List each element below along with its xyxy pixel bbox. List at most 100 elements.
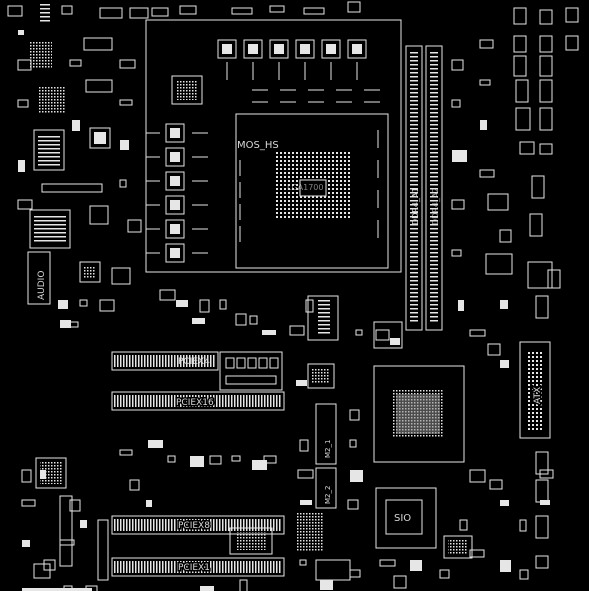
passive-component — [487, 343, 501, 356]
component-footprint — [179, 5, 197, 15]
vrm-choke — [295, 39, 315, 59]
passive-component — [119, 449, 133, 456]
header — [515, 79, 529, 103]
header — [539, 79, 553, 103]
capacitor-bank — [296, 512, 324, 552]
vrm-choke — [165, 219, 185, 239]
header — [531, 175, 545, 199]
passive-component — [69, 321, 79, 328]
passive-component — [480, 120, 487, 130]
passive-component — [69, 59, 82, 67]
header — [527, 261, 553, 289]
passive-component — [379, 559, 396, 567]
io-chip-pins — [40, 462, 62, 484]
m2-2-label: M2_2 — [324, 486, 332, 504]
header — [535, 295, 549, 319]
passive-component — [219, 299, 227, 310]
passive-component — [410, 560, 422, 571]
passive-component — [17, 199, 33, 210]
passive-component — [18, 30, 24, 35]
passive-component — [300, 500, 312, 505]
passive-component — [18, 160, 25, 172]
passive-component — [80, 520, 87, 528]
chip — [315, 559, 351, 581]
passive-component — [349, 409, 360, 421]
header-strip — [97, 519, 109, 581]
passive-component — [489, 479, 503, 490]
header — [519, 141, 535, 155]
passive-component — [299, 559, 307, 566]
passive-component — [350, 470, 363, 482]
vrm-choke-core — [248, 44, 258, 54]
pcie-x4-slot — [111, 351, 219, 371]
header — [513, 7, 527, 25]
passive-component — [167, 455, 176, 463]
edge-strip — [22, 588, 92, 591]
header — [535, 555, 549, 569]
vrm-choke — [165, 147, 185, 167]
passive-component — [500, 360, 509, 368]
component-footprint — [7, 5, 23, 17]
component-footprint — [347, 1, 361, 13]
header — [513, 35, 527, 53]
switch-strip — [225, 375, 277, 385]
super-io-label: SIO — [394, 513, 411, 524]
vrm-choke — [165, 195, 185, 215]
component-footprint — [151, 7, 169, 17]
header — [535, 515, 549, 539]
header — [529, 213, 543, 237]
passive-component — [349, 439, 357, 448]
passive-component — [249, 315, 258, 325]
passive-component — [199, 299, 210, 313]
passive-component — [479, 79, 491, 86]
component-footprint — [269, 5, 285, 13]
audio-codec-pins — [84, 266, 96, 278]
passive-component — [58, 300, 68, 309]
header — [515, 107, 531, 131]
header — [539, 55, 553, 77]
passive-component — [252, 460, 267, 470]
cpu-socket — [276, 150, 350, 220]
fan-header — [40, 4, 50, 22]
atx-label: ATX — [533, 387, 543, 404]
passive-component — [192, 318, 205, 324]
vrm-choke-core — [170, 200, 180, 210]
passive-component — [451, 59, 464, 71]
vrm-choke — [269, 39, 289, 59]
passive-component — [500, 300, 508, 309]
component-footprint — [231, 7, 253, 15]
vrm-choke — [321, 39, 341, 59]
passive-component — [299, 439, 309, 452]
header — [535, 451, 549, 475]
io-connector-pins — [34, 214, 66, 244]
passive-component — [99, 299, 115, 312]
header-strip — [59, 495, 73, 567]
io-chip — [30, 42, 52, 68]
passive-component — [119, 59, 136, 69]
vrm-choke-core — [300, 44, 310, 54]
audio-label: AUDIO — [37, 271, 47, 300]
header — [33, 563, 51, 579]
passive-component — [349, 569, 361, 578]
vrm-choke-core — [274, 44, 284, 54]
passive-component — [296, 380, 307, 386]
pcie-x8-label: PCIEX8 — [178, 521, 210, 531]
pcie-x16-slot — [111, 391, 285, 411]
passive-component — [22, 540, 30, 547]
header — [565, 35, 579, 51]
passive-component — [451, 249, 462, 257]
passive-component — [320, 580, 333, 590]
dimm-a2-label: DDR4_A2 — [431, 187, 440, 225]
pcie-x8-slot — [111, 515, 285, 535]
header — [393, 575, 407, 589]
connector-pins — [318, 300, 330, 336]
passive-component — [375, 329, 390, 341]
passive-component — [452, 150, 467, 162]
pcie-x4-label: PCIEX4 — [178, 357, 210, 367]
passive-component — [79, 299, 88, 307]
vrm-choke-core — [170, 224, 180, 234]
passive-component — [500, 560, 511, 572]
m2-1-label: M2_1 — [324, 440, 332, 458]
passive-component — [519, 519, 527, 532]
passive-component — [120, 140, 129, 150]
